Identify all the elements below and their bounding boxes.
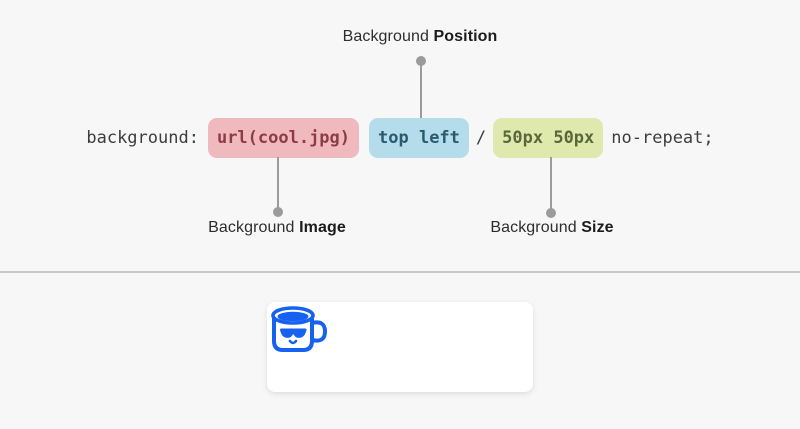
label-background-image-bold: Image (299, 219, 346, 236)
code-size-value: 50px 50px (493, 118, 604, 158)
label-background-size: Background Size (490, 219, 613, 237)
label-background-image-regular: Background (208, 219, 295, 236)
label-background-position-regular: Background (342, 28, 429, 45)
connector-dot-image (273, 207, 283, 217)
connector-line-position (420, 63, 422, 119)
connector-dot-size (546, 208, 556, 218)
label-background-position-bold: Position (433, 28, 498, 45)
label-background-size-bold: Size (581, 219, 614, 236)
code-position-value: top left (369, 118, 469, 158)
label-background-position: Background Position (343, 28, 498, 46)
connector-line-image (277, 157, 279, 209)
css-code-line: background: url(cool.jpg) top left / 50p… (0, 118, 800, 158)
code-image-value: url(cool.jpg) (207, 118, 360, 158)
connector-line-size (550, 157, 552, 209)
connector-dot-position (416, 56, 426, 66)
code-slash: / (475, 128, 487, 148)
demo-card (267, 302, 533, 392)
label-background-image: Background Image (208, 219, 346, 237)
label-background-size-regular: Background (490, 219, 577, 236)
code-repeat-value: no-repeat; (611, 128, 714, 148)
section-divider (0, 271, 800, 273)
cool-mug-sunglasses-icon (271, 306, 328, 352)
code-property: background: (86, 128, 199, 148)
